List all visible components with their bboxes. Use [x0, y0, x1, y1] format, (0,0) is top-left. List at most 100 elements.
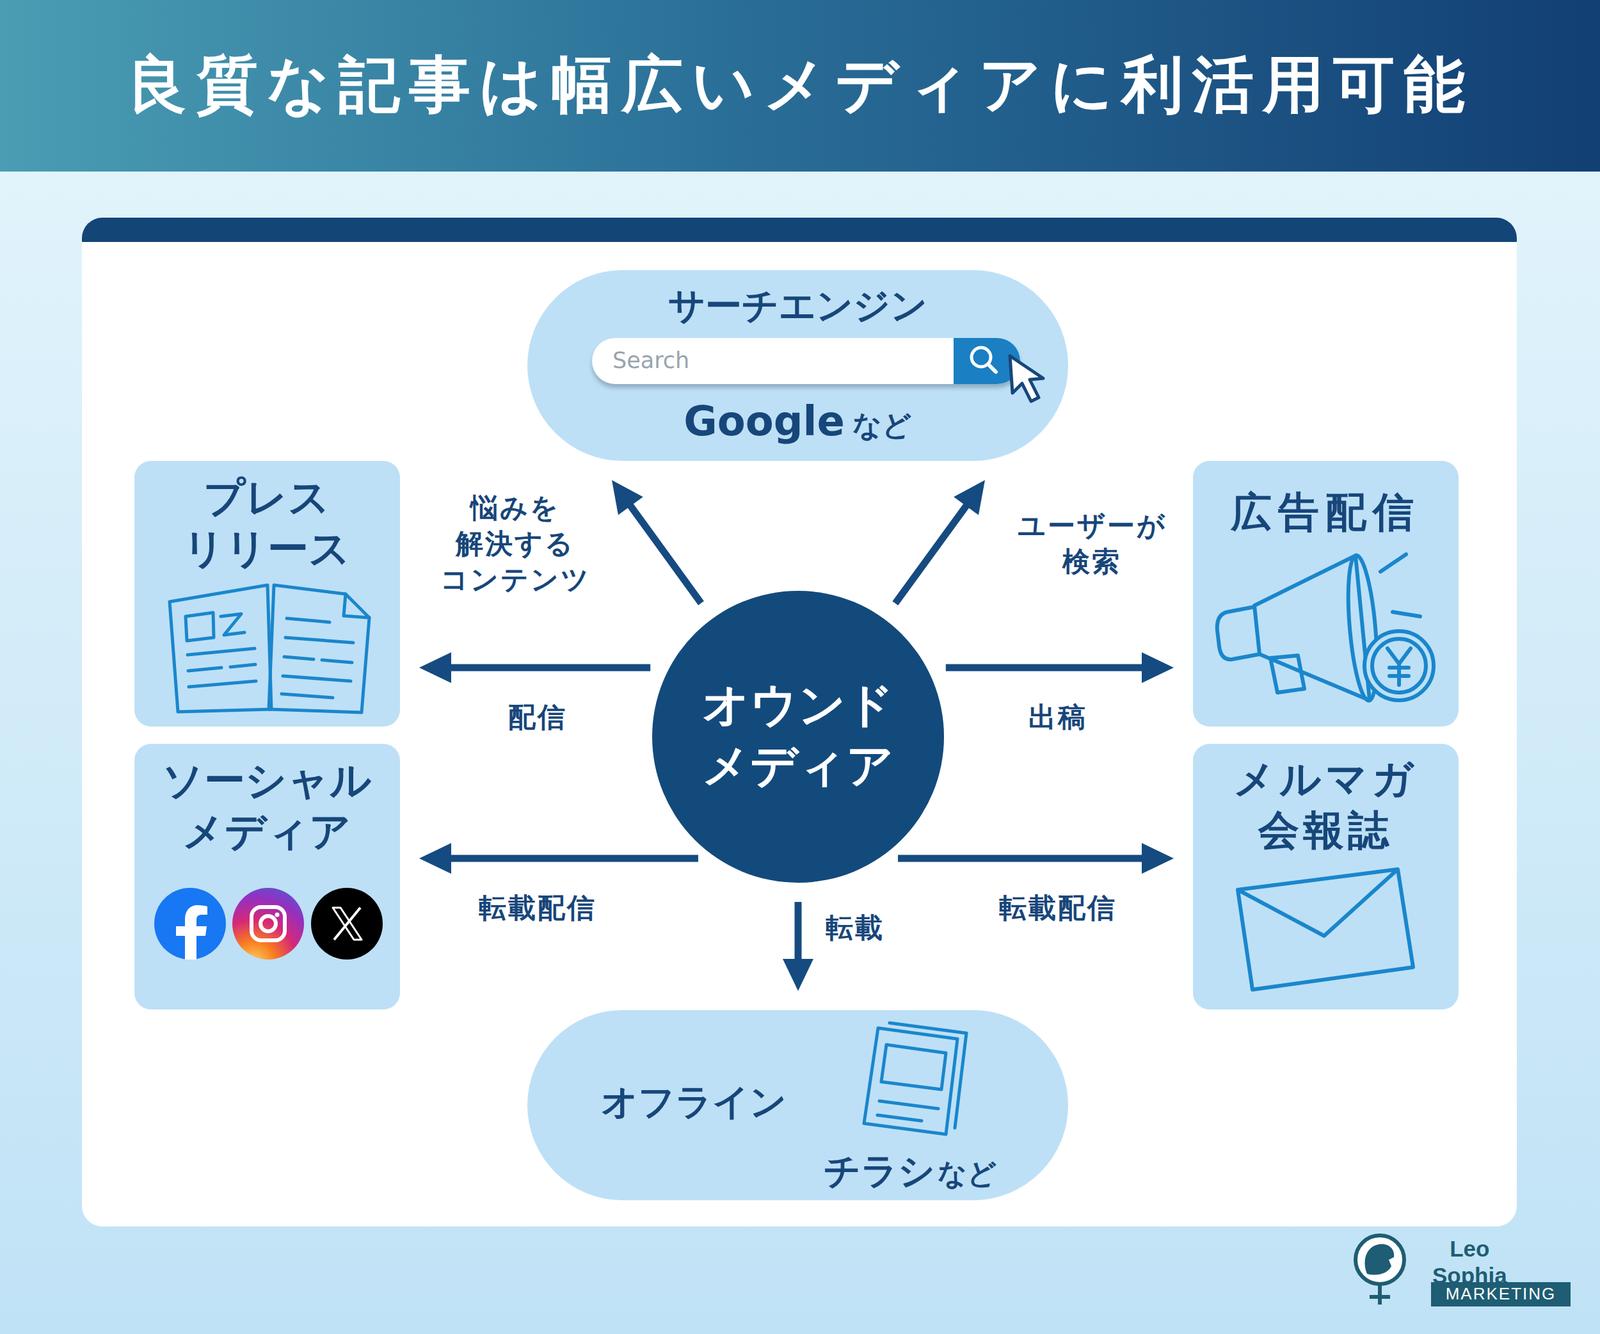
text-slot: 転載配信	[478, 890, 597, 927]
node-text: プレス リリース	[183, 471, 351, 575]
envelope-icon	[1237, 869, 1414, 990]
megaphone-icon	[1217, 554, 1434, 703]
arrow-shaft	[448, 855, 699, 863]
arrow-shaft	[448, 664, 651, 672]
facebook-glyph	[176, 904, 208, 960]
instagram-glyph	[251, 906, 285, 941]
left-page	[169, 584, 272, 712]
x-logo	[311, 887, 383, 960]
connector-arrow	[419, 652, 651, 683]
text-slot: オフライン	[600, 1079, 787, 1125]
envelope-flap	[1237, 869, 1398, 936]
arrow-shaft	[629, 503, 701, 603]
text-line	[188, 680, 256, 687]
yen-mark	[1387, 648, 1411, 664]
logo-stand	[1369, 1294, 1391, 1299]
text-slot: 広告配信	[1230, 486, 1421, 538]
logo-ring	[1355, 1235, 1405, 1284]
edge-label: 転載配信	[999, 890, 1117, 927]
node-text: Search	[612, 346, 690, 376]
text-slot: ユーザーが 検索	[1017, 508, 1167, 580]
circle-shape	[652, 590, 944, 883]
yen-mark	[1389, 665, 1409, 670]
arrow-head	[419, 652, 452, 683]
flyer-line	[879, 1100, 939, 1109]
text-slot: 転載配信	[999, 890, 1117, 927]
text-slot: 配信	[508, 699, 568, 736]
title-band: 良質な記事は幅広いメディアに利活用可能	[0, 0, 1600, 172]
pill-shape	[527, 270, 1069, 461]
text-slot: プレス リリース	[183, 471, 351, 575]
brand-logo	[1355, 1235, 1571, 1307]
connector-arrow	[419, 842, 699, 874]
instagram-glyph	[275, 912, 280, 918]
text-line	[188, 667, 222, 671]
arrow-head	[782, 958, 814, 991]
text-slot: Googleなど	[683, 395, 912, 447]
flyer-photo	[881, 1044, 946, 1090]
text-slot: ソーシャル メディア	[161, 754, 372, 857]
text-line	[282, 675, 351, 681]
panel-top-strip	[81, 217, 1517, 242]
envelope-body	[1237, 869, 1414, 990]
x-glyph	[332, 907, 362, 940]
logo-tag	[1431, 1281, 1571, 1307]
text-line	[230, 664, 256, 667]
arrow-head	[419, 842, 452, 874]
text-line	[281, 693, 333, 698]
channel-box: ソーシャル メディア	[134, 743, 400, 1010]
arrow-shaft	[794, 901, 802, 962]
mouse-cursor	[1009, 355, 1044, 402]
edge-label: 配信	[508, 699, 568, 736]
coin-outer	[1364, 631, 1434, 701]
text-line	[187, 648, 255, 655]
text-slot: オウンド メディア	[702, 674, 895, 797]
text-line	[284, 656, 314, 660]
photo-box	[185, 612, 214, 641]
right-page	[268, 584, 370, 713]
instagram-glyph	[260, 915, 276, 932]
text-slot: Leo Sophia	[1432, 1235, 1508, 1289]
text-slot: メルマガ 会報誌	[1233, 753, 1418, 856]
node-text: ソーシャル メディア	[161, 754, 372, 857]
flyer-front-sheet	[864, 1027, 958, 1135]
arrow-head	[611, 480, 644, 516]
brand-tag: MARKETING	[1445, 1283, 1557, 1304]
edge-label: 転載	[825, 910, 885, 946]
coin-inner	[1372, 638, 1426, 693]
hub-circle: オウンド メディア	[652, 590, 944, 883]
text-slot: 転載	[825, 910, 885, 946]
node-text: など	[852, 407, 912, 444]
social-icons	[154, 887, 383, 960]
page-fold	[343, 593, 370, 618]
text-line	[285, 637, 354, 643]
node-text: チラシ	[823, 1148, 936, 1194]
facebook-logo	[154, 887, 226, 960]
edge-label: 出稿	[1028, 699, 1088, 736]
arrow-head	[1141, 842, 1174, 874]
connector-arrow	[945, 652, 1174, 683]
megaphone-body	[1254, 555, 1370, 701]
text-slot: サーチエンジン	[668, 282, 928, 329]
logo-head	[1365, 1244, 1395, 1275]
arrow-head	[953, 480, 985, 516]
megaphone-rear	[1217, 606, 1260, 660]
instagram-logo	[232, 887, 304, 960]
connector-arrow	[897, 842, 1174, 874]
magnifier-handle	[988, 364, 996, 372]
flyer-icon	[864, 1022, 967, 1135]
edge-label: 悩みを 解決する コンテンツ	[440, 490, 591, 598]
megaphone-handle	[1270, 655, 1305, 693]
node-text: 広告配信	[1230, 486, 1421, 538]
node-text: メルマガ 会報誌	[1233, 753, 1418, 856]
arrow-shaft	[945, 664, 1145, 672]
connector-arrow	[611, 480, 701, 603]
arrow-shaft	[897, 855, 1145, 863]
arrow-head	[1141, 652, 1174, 683]
text-slot: チラシなど	[823, 1148, 997, 1194]
node-text: サーチエンジン	[668, 282, 928, 329]
text-slot: 悩みを 解決する コンテンツ	[440, 490, 591, 598]
node-text: オフライン	[600, 1079, 787, 1125]
text-line	[286, 618, 330, 623]
